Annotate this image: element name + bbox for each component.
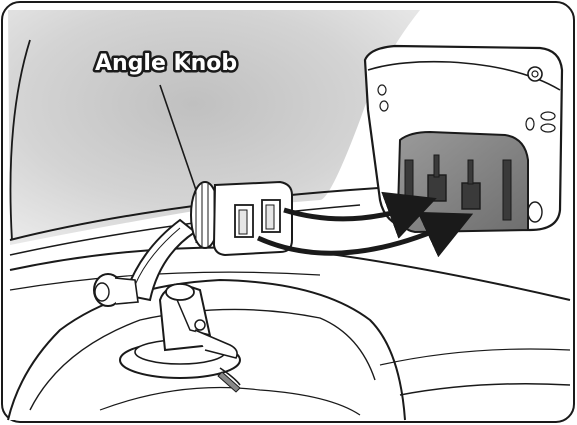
angle-knob-label: Angle Knob xyxy=(95,51,237,76)
insertion-arrows xyxy=(256,191,474,258)
callout-leader-line xyxy=(159,84,197,191)
upper-arrow xyxy=(283,191,437,239)
device-bracket xyxy=(396,130,529,234)
angle-knob xyxy=(190,181,220,249)
mount-cradle xyxy=(212,180,293,257)
lower-arrow xyxy=(256,211,474,258)
mount-arm xyxy=(93,218,197,307)
mount-lever xyxy=(158,283,238,359)
